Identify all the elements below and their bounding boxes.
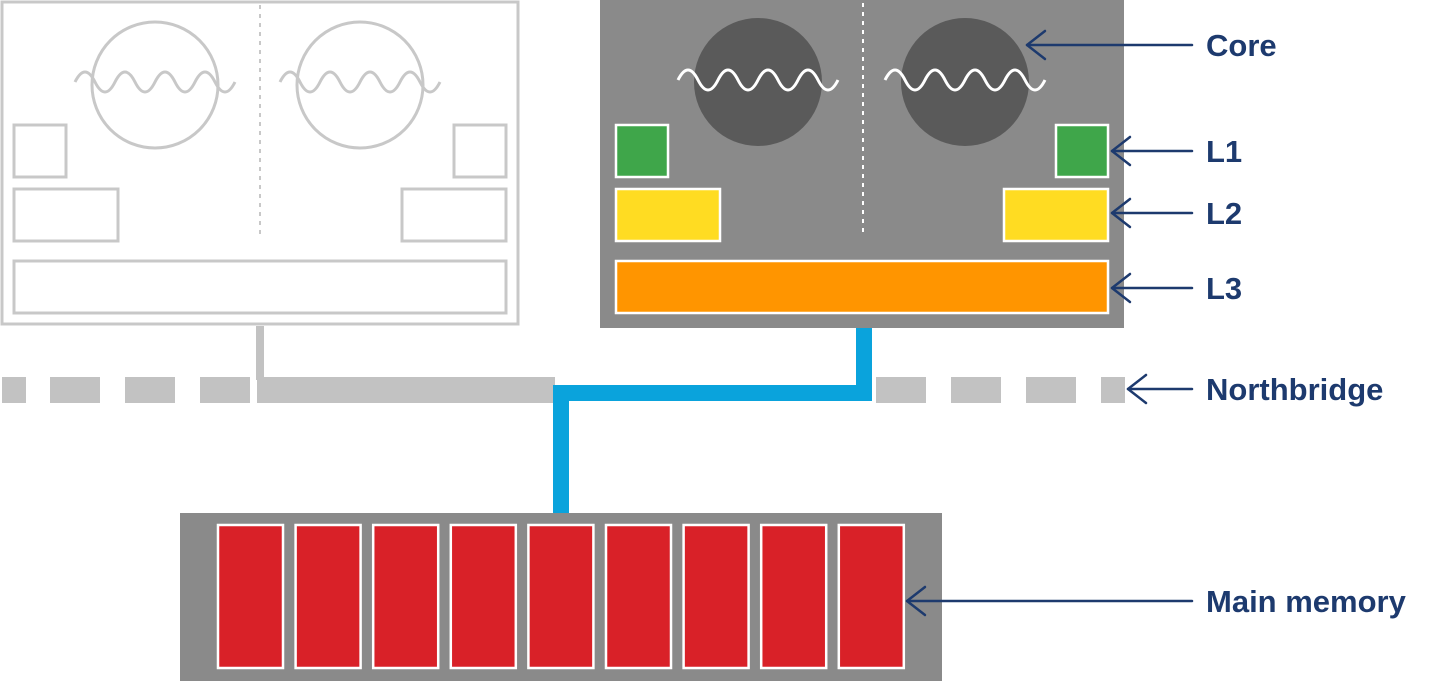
- inactive-l2-left: [12, 187, 120, 243]
- bus-dash: [1026, 377, 1076, 403]
- l1-cache-left: [614, 123, 670, 179]
- inactive-processor: [0, 0, 520, 326]
- inactive-bus-link: [256, 326, 264, 380]
- l2-cache-right: [1002, 187, 1110, 243]
- inactive-processor-package: [0, 0, 520, 326]
- bus-dash: [200, 377, 250, 403]
- northbridge-bus: [2, 326, 1125, 403]
- l2-cache-left: [614, 187, 722, 243]
- core-arrow-icon: [1025, 29, 1194, 61]
- labels: Core L1 L2 L3 Northbridge Main memory: [1206, 28, 1407, 619]
- active-data-path: [553, 326, 872, 520]
- bus-dash: [876, 377, 926, 403]
- inactive-l1-right: [452, 123, 508, 179]
- label-l3: L3: [1206, 271, 1242, 306]
- bus-dash: [2, 377, 26, 403]
- bus-dash: [1101, 377, 1125, 403]
- l3-arrow-icon: [1110, 272, 1194, 304]
- active-processor: [600, 0, 1124, 328]
- memory-module: [216, 523, 285, 670]
- memory-module: [449, 523, 518, 670]
- l1-cache-right: [1054, 123, 1110, 179]
- inactive-l3: [12, 259, 508, 315]
- label-northbridge: Northbridge: [1206, 372, 1383, 407]
- memory-module: [527, 523, 595, 670]
- label-arrows: [905, 29, 1194, 617]
- active-wave-left-icon: [676, 68, 840, 92]
- l2-arrow-icon: [1110, 197, 1194, 229]
- main-memory: [180, 513, 942, 681]
- bus-solid-segment: [257, 377, 555, 403]
- label-l1: L1: [1206, 134, 1242, 169]
- label-main-memory: Main memory: [1206, 584, 1407, 619]
- l3-cache: [614, 259, 1110, 315]
- memory-module: [759, 523, 828, 670]
- label-core: Core: [1206, 28, 1277, 63]
- memory-modules: [216, 523, 906, 670]
- inactive-l1-left: [12, 123, 68, 179]
- memory-module: [294, 523, 362, 670]
- inactive-wave-right-icon: [278, 70, 442, 94]
- l1-arrow-icon: [1110, 135, 1194, 167]
- inactive-wave-left-icon: [73, 70, 237, 94]
- main-memory-arrow-icon: [905, 585, 1194, 617]
- memory-module: [371, 523, 440, 670]
- bus-dash: [125, 377, 175, 403]
- active-wave-right-icon: [883, 68, 1047, 92]
- memory-module: [682, 523, 750, 670]
- bus-dash: [50, 377, 100, 403]
- inactive-l2-right: [400, 187, 508, 243]
- memory-module: [837, 523, 906, 670]
- memory-module: [604, 523, 673, 670]
- bus-dash: [951, 377, 1001, 403]
- label-l2: L2: [1206, 196, 1242, 231]
- northbridge-arrow-icon: [1126, 373, 1194, 405]
